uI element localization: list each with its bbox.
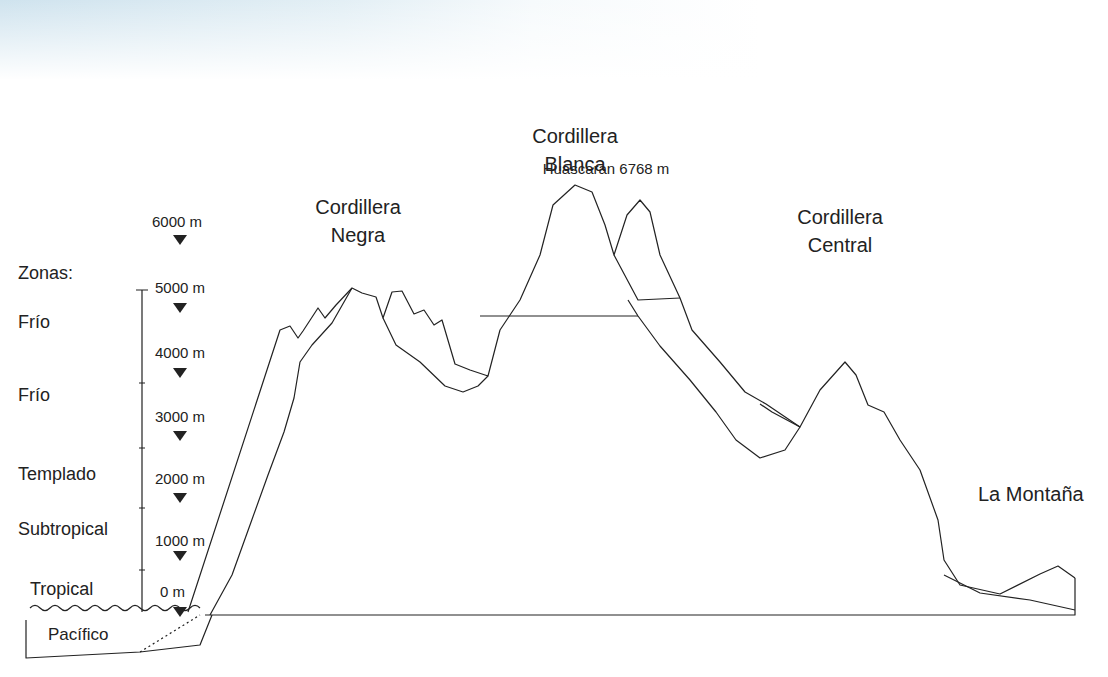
front-slope (210, 288, 352, 615)
altitude-label: 0 m (160, 583, 185, 602)
eastern-slope (628, 300, 800, 458)
zone-label: Subtropical (18, 518, 108, 541)
valley-line (383, 318, 488, 392)
ridge-line (760, 404, 800, 427)
peak-line (614, 255, 680, 300)
seabed-dotted (140, 615, 200, 652)
snow-line (480, 315, 638, 316)
altitude-label: 6000 m (152, 213, 202, 232)
range-name: Cordillera Central (780, 203, 900, 259)
altitude-label: 2000 m (155, 470, 205, 489)
altitude-label: 4000 m (155, 344, 205, 363)
altitude-label: 5000 m (155, 279, 205, 298)
altitude-label: 1000 m (155, 532, 205, 551)
scale-axis (136, 290, 148, 612)
zone-label: Frío (18, 384, 50, 407)
scale-ticks (139, 383, 145, 570)
ocean-label: Pacífico (48, 624, 108, 645)
sky-band (0, 0, 760, 80)
ground-line (205, 578, 1075, 615)
altitude-label: 3000 m (155, 408, 205, 427)
seabed (26, 615, 212, 658)
zone-label: Frío (18, 311, 50, 334)
sky-fade (0, 0, 760, 80)
mountain-profile (188, 185, 1075, 612)
region-label: La Montaña (978, 482, 1084, 507)
zone-label: Tropical (30, 578, 93, 601)
peak-label: Huascaran 6768 m (543, 160, 670, 179)
zone-heading: Zonas: (18, 262, 73, 285)
lowland-line (944, 575, 1075, 610)
zone-label: Templado (18, 463, 96, 486)
range-name: Cordillera Negra (298, 193, 418, 249)
